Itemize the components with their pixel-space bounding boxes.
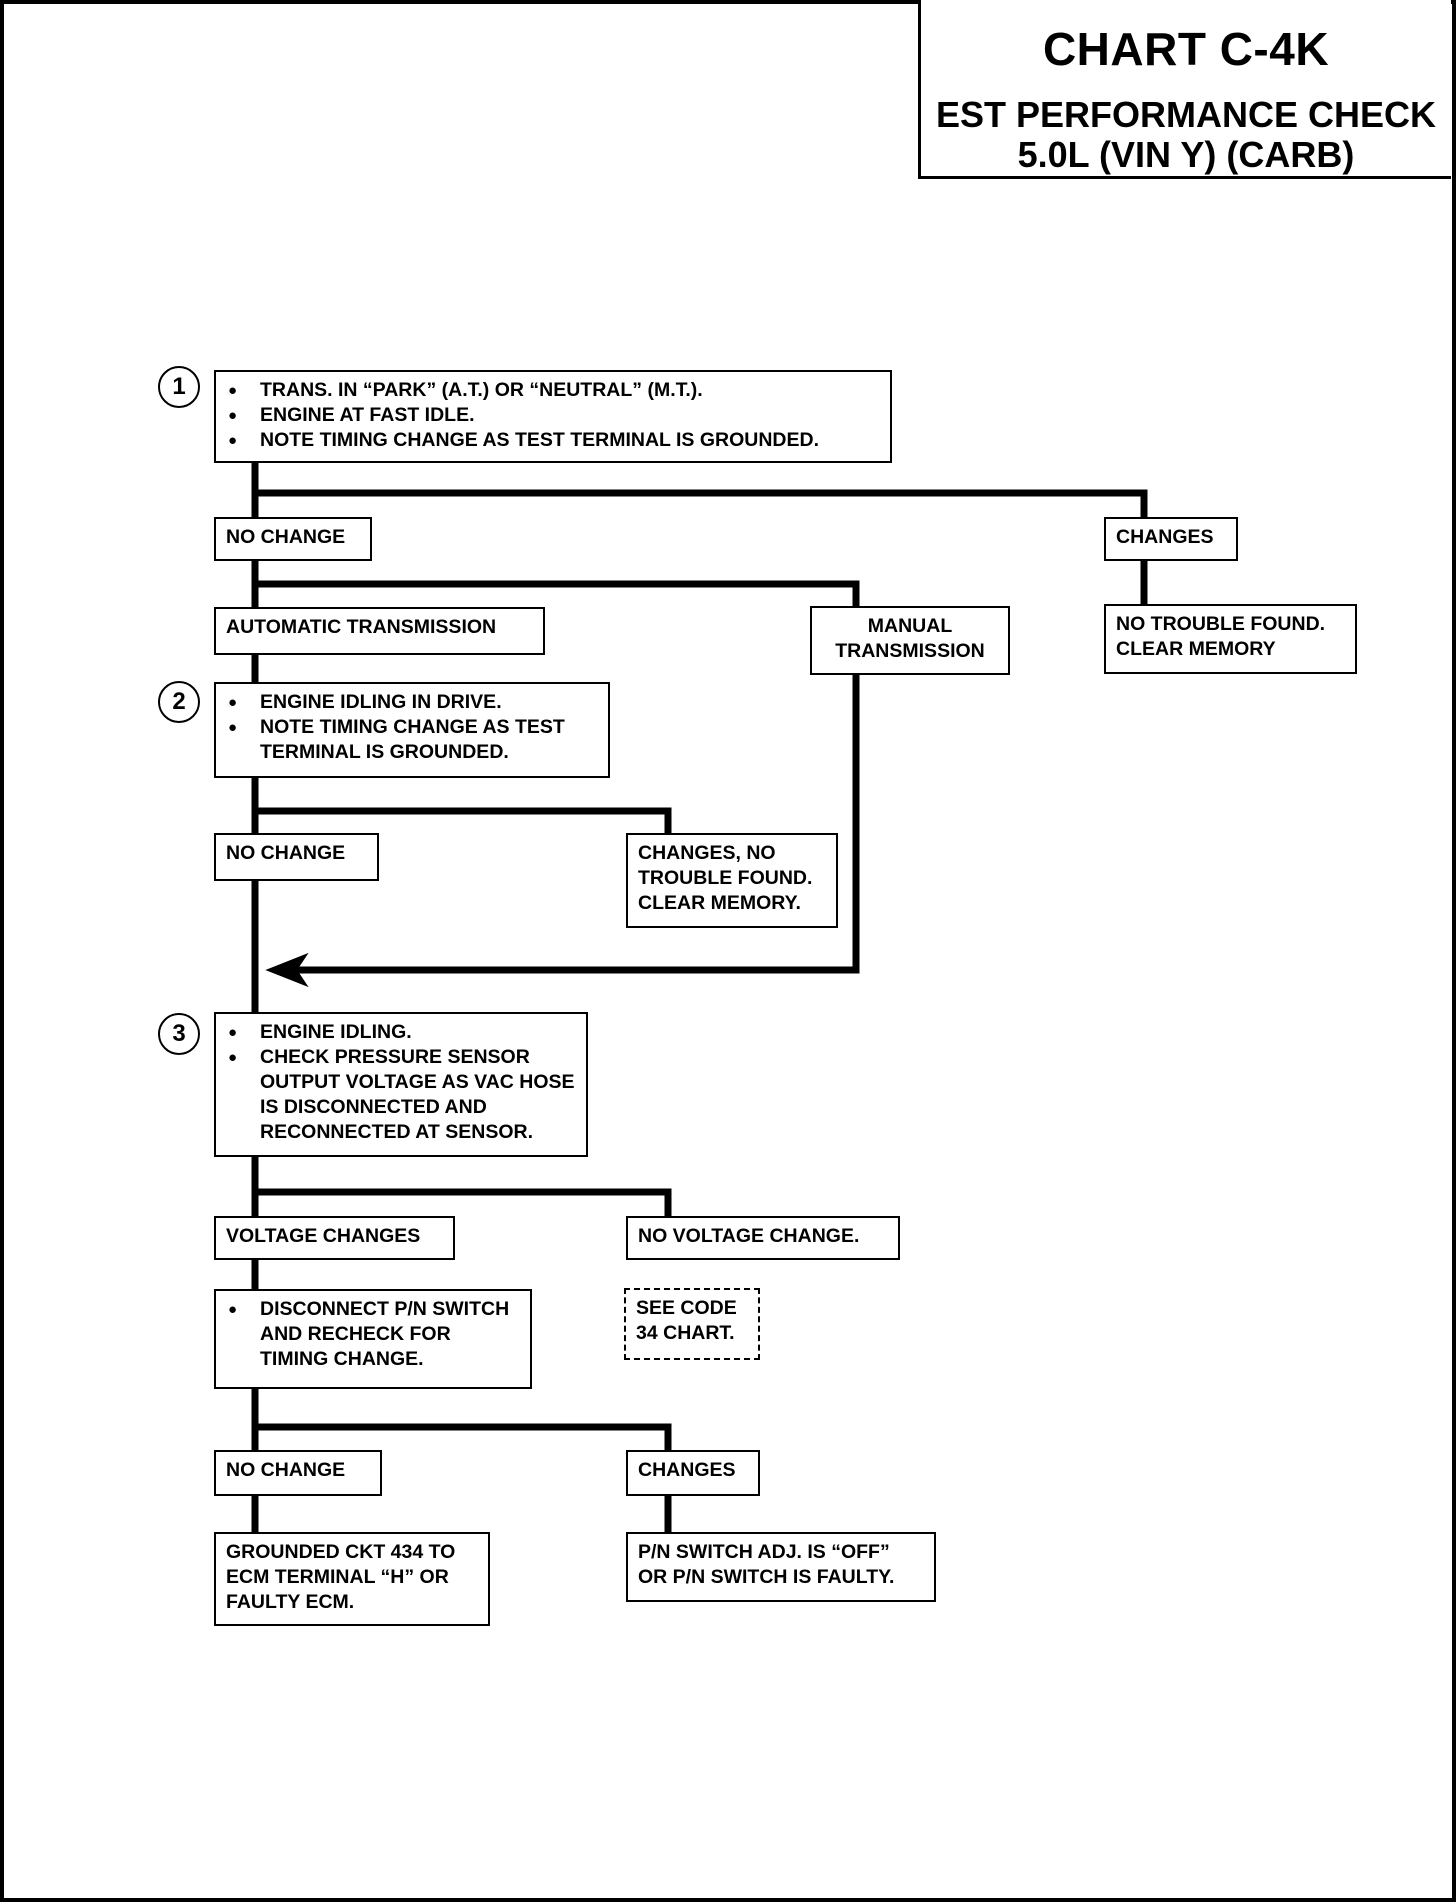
step-1-item: NOTE TIMING CHANGE AS TEST TERMINAL IS G… bbox=[226, 428, 880, 453]
disconnect-pn-box: DISCONNECT P/N SWITCH AND RECHECK FOR TI… bbox=[214, 1289, 532, 1389]
changes-box: CHANGES bbox=[626, 1450, 760, 1496]
automatic-transmission-box: AUTOMATIC TRANSMISSION bbox=[214, 607, 545, 655]
step-1-marker: 1 bbox=[158, 366, 200, 408]
title-block: CHART C-4K EST PERFORMANCE CHECK 5.0L (V… bbox=[918, 0, 1451, 179]
step-2-item: ENGINE IDLING IN DRIVE. bbox=[226, 690, 598, 715]
step-3-item: ENGINE IDLING. bbox=[226, 1020, 576, 1045]
grounded-ckt-box: GROUNDED CKT 434 TO ECM TERMINAL “H” OR … bbox=[214, 1532, 490, 1626]
disconnect-pn-item: DISCONNECT P/N SWITCH AND RECHECK FOR TI… bbox=[226, 1297, 520, 1372]
voltage-changes-box: VOLTAGE CHANGES bbox=[214, 1216, 455, 1260]
step-3-marker: 3 bbox=[158, 1013, 200, 1055]
no-change-box: NO CHANGE bbox=[214, 833, 379, 881]
no-trouble-found-box: NO TROUBLE FOUND. CLEAR MEMORY bbox=[1104, 604, 1357, 674]
step-2-marker: 2 bbox=[158, 681, 200, 723]
arrow-left-icon bbox=[265, 952, 309, 988]
no-change-box: NO CHANGE bbox=[214, 517, 372, 561]
step-2-item: NOTE TIMING CHANGE AS TEST TERMINAL IS G… bbox=[226, 715, 598, 765]
pn-switch-faulty-box: P/N SWITCH ADJ. IS “OFF” OR P/N SWITCH I… bbox=[626, 1532, 936, 1602]
chart-subtitle: EST PERFORMANCE CHECK bbox=[935, 94, 1437, 135]
no-change-box: NO CHANGE bbox=[214, 1450, 382, 1496]
manual-transmission-box: MANUAL TRANSMISSION bbox=[810, 606, 1010, 675]
engine-spec: 5.0L (VIN Y) (CARB) bbox=[1017, 134, 1355, 175]
step-1-box: TRANS. IN “PARK” (A.T.) OR “NEUTRAL” (M.… bbox=[214, 370, 892, 463]
chart-title: CHART C-4K bbox=[1042, 23, 1330, 75]
see-code-34-box: SEE CODE 34 CHART. bbox=[624, 1288, 760, 1360]
no-voltage-change-box: NO VOLTAGE CHANGE. bbox=[626, 1216, 900, 1260]
step-2-box: ENGINE IDLING IN DRIVE. NOTE TIMING CHAN… bbox=[214, 682, 610, 778]
step-3-box: ENGINE IDLING. CHECK PRESSURE SENSOR OUT… bbox=[214, 1012, 588, 1157]
step-1-item: TRANS. IN “PARK” (A.T.) OR “NEUTRAL” (M.… bbox=[226, 378, 880, 403]
changes-no-trouble-box: CHANGES, NO TROUBLE FOUND. CLEAR MEMORY. bbox=[626, 833, 838, 928]
step-3-item: CHECK PRESSURE SENSOR OUTPUT VOLTAGE AS … bbox=[226, 1045, 576, 1145]
changes-box: CHANGES bbox=[1104, 517, 1238, 561]
step-1-item: ENGINE AT FAST IDLE. bbox=[226, 403, 880, 428]
